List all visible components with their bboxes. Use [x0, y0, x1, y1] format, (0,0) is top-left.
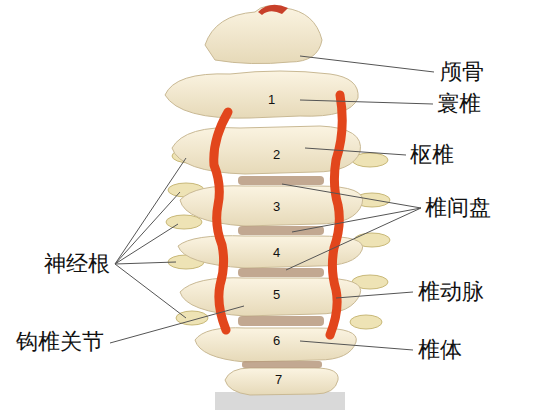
part-label: 椎体 [418, 338, 462, 362]
part-label: 椎间盘 [425, 196, 491, 220]
part-label: 枢椎 [410, 143, 454, 167]
callout-number: 1 [268, 93, 275, 107]
skull-bone [205, 6, 322, 64]
part-label: 神经根 [44, 252, 110, 276]
part-label: 寰椎 [437, 92, 481, 116]
atlas-vertebra [165, 71, 358, 118]
part-label: 颅骨 [440, 60, 484, 84]
callout-number: 5 [273, 288, 280, 302]
part-label: 钩椎关节 [16, 330, 104, 354]
callout-number: 2 [273, 148, 280, 162]
callout-number: 7 [275, 373, 282, 387]
callout-number: 4 [273, 246, 280, 260]
callout-number: 6 [273, 334, 280, 348]
callout-number: 3 [273, 200, 280, 214]
vertebral-arteries [214, 95, 342, 335]
intervertebral-discs [238, 176, 324, 368]
part-label: 椎动脉 [418, 280, 484, 304]
leader-lines [110, 56, 434, 350]
skull-vessel [258, 5, 288, 15]
